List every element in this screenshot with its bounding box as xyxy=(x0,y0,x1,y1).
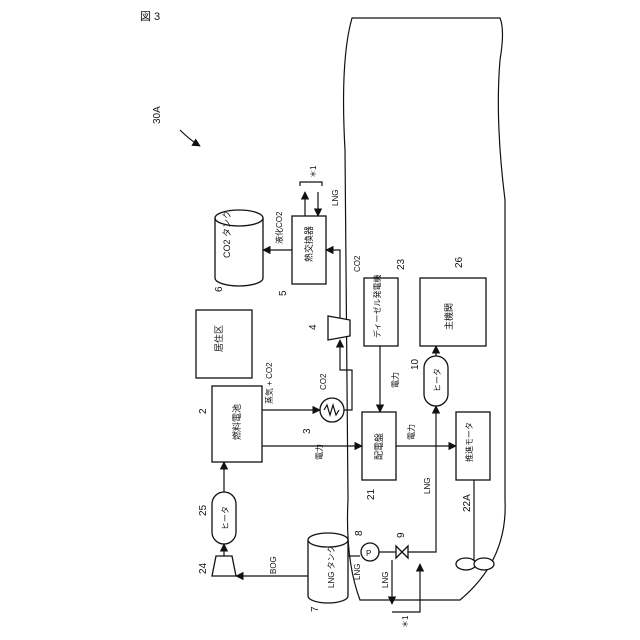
lng-hx-label: LNG xyxy=(331,190,340,206)
motor-label: 推進モータ xyxy=(464,422,474,462)
valve-9 xyxy=(396,546,408,558)
pump-symbol: P xyxy=(366,549,371,558)
ref-21: 21 xyxy=(366,488,377,500)
co2-mid-label: CO2 xyxy=(319,373,328,390)
heater-10-label: ヒータ xyxy=(433,368,442,392)
ref-9: 9 xyxy=(396,532,407,538)
living-quarters xyxy=(196,310,252,378)
lng-main-label: LNG xyxy=(423,478,432,494)
ref-23: 23 xyxy=(396,258,407,270)
ref-7: 7 xyxy=(310,606,321,612)
ref-26: 26 xyxy=(454,256,465,268)
svg-text:CO2 タンク: CO2 タンク xyxy=(222,210,232,258)
heater-25-label: ヒータ xyxy=(221,506,230,530)
liquefied-co2-label: 液化CO2 xyxy=(274,211,284,244)
ref-4: 4 xyxy=(308,324,319,330)
ref-3: 3 xyxy=(302,428,313,434)
ref-25: 25 xyxy=(198,504,209,516)
steam-co2-label: 蒸気 + CO2 xyxy=(264,362,274,404)
star1-top: ＊1 xyxy=(309,165,318,178)
system-ref-leader xyxy=(180,130,200,146)
lng-pump-label: LNG xyxy=(353,564,362,580)
ref-2: 2 xyxy=(198,408,209,414)
ref-8: 8 xyxy=(354,530,365,536)
power-motor-label: 電力 xyxy=(406,424,416,440)
star1-bracket-top xyxy=(300,182,322,186)
ref-22A: 22A xyxy=(462,494,473,512)
ref-24: 24 xyxy=(198,562,209,574)
co2-top-label: CO2 xyxy=(353,255,362,272)
switchboard-label: 配電盤 xyxy=(373,433,384,460)
heat-exchanger-label: 熱交換器 xyxy=(303,226,314,262)
power-diesel-label: 電力 xyxy=(390,372,400,388)
lng-down-label: LNG xyxy=(381,572,390,588)
compressor-24 xyxy=(212,556,236,576)
co2-mid-line xyxy=(340,340,352,410)
propeller xyxy=(456,558,494,570)
main-engine-label: 主機関 xyxy=(443,303,454,330)
svg-text:LNG タンク: LNG タンク xyxy=(327,545,336,588)
co2-to-hx-line xyxy=(326,250,340,320)
lng-return-line xyxy=(392,564,420,612)
ref-6: 6 xyxy=(214,286,225,292)
figure-label: 図 3 xyxy=(140,10,160,23)
bog-label: BOG xyxy=(269,556,278,574)
co2-tank: CO2 タンク xyxy=(215,210,263,286)
ref-10: 10 xyxy=(410,358,421,370)
system-ref: 30A xyxy=(152,106,163,124)
star1-bottom: ＊1 xyxy=(401,615,410,628)
diesel-generator-label: ディーゼル発電機 xyxy=(372,275,382,338)
living-label: 居住区 xyxy=(213,325,224,352)
power-fc-label: 電力 xyxy=(314,444,324,460)
ref-5: 5 xyxy=(278,290,289,296)
compressor-4 xyxy=(328,316,350,340)
lng-tank: LNG タンク xyxy=(308,533,348,603)
fuel-cell-label: 燃料電池 xyxy=(231,404,242,440)
